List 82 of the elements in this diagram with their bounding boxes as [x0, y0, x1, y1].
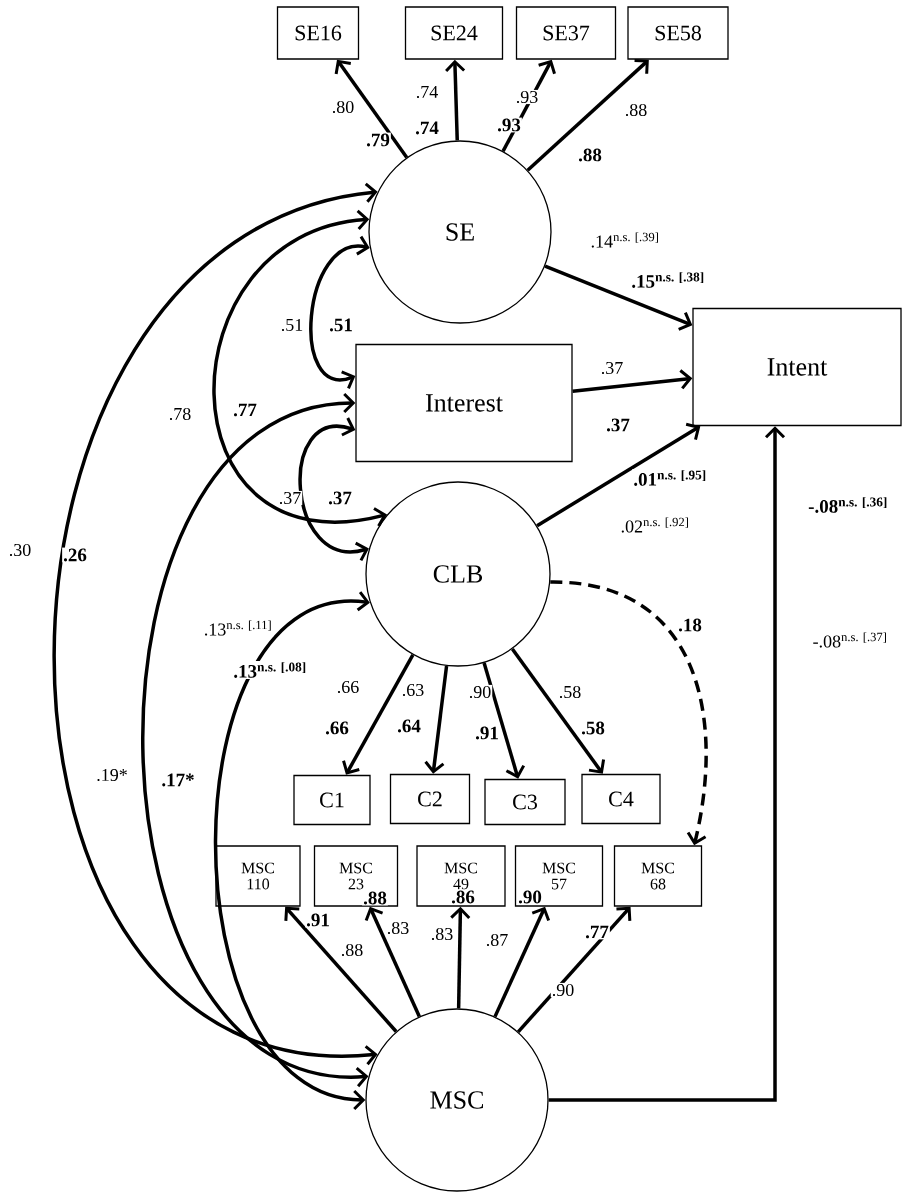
coefficient-label: .37: [599, 360, 625, 376]
edge-label: .58: [580, 720, 606, 736]
edge-label: .77: [584, 924, 610, 940]
edge-label: .37: [605, 417, 631, 433]
variable-box: C2: [389, 773, 471, 825]
double-headed-arrow: [213, 591, 370, 1111]
arrow: [516, 906, 632, 1033]
arrow: [445, 59, 466, 141]
arrow: [572, 369, 693, 393]
coefficient-label: .14$^{n.s. [.39]}$: [589, 231, 661, 249]
arrow: [493, 906, 551, 1018]
double-headed-arrow: [212, 209, 388, 527]
edge-label: .64: [396, 718, 422, 734]
edge-label: .88: [362, 890, 388, 906]
edge-label: .51: [328, 317, 354, 333]
variable-box: Interest: [355, 343, 573, 463]
edge-label: -.08$^{n.s. [.36]}$: [807, 496, 889, 514]
variable-box: C4: [581, 773, 661, 825]
coefficient-label: .66: [335, 679, 361, 695]
edge-label: .01$^{n.s. [.95]}$: [632, 469, 708, 487]
edge-label: .79: [365, 132, 391, 148]
edge-label: .90: [517, 889, 543, 905]
variable-box: MSC 110: [215, 845, 301, 907]
coefficient-label: -.08$^{n.s. [.37]}$: [811, 631, 889, 649]
arrow: [284, 906, 398, 1033]
arrow: [334, 59, 409, 159]
arrow: [526, 59, 649, 172]
variable-box: MSC 68: [613, 845, 703, 907]
coefficient-label: .30: [7, 542, 33, 558]
coefficient-label: .37: [277, 490, 303, 506]
arrow: [364, 906, 421, 1018]
edge-label: .66: [324, 720, 350, 736]
edge-label: .91: [474, 725, 500, 741]
arrow: [548, 426, 786, 1102]
double-headed-arrow: [309, 235, 370, 390]
coefficient-label: .83: [385, 920, 411, 936]
coefficient-label: .19*: [95, 767, 129, 783]
coefficient-label: .88: [339, 942, 365, 958]
coefficient-label: .13$^{n.s. [.11]}$: [202, 619, 274, 637]
double-headed-arrow: [52, 182, 378, 1066]
coefficient-label: .51: [279, 317, 305, 333]
edge-label: .15$^{n.s. [.38]}$: [630, 271, 706, 289]
arrow: [536, 422, 701, 528]
arrow: [424, 665, 449, 774]
edge-label: .77: [232, 402, 258, 418]
double-headed-arrow: [298, 417, 369, 562]
coefficient-label: .83: [429, 926, 455, 942]
variable-box: C3: [484, 778, 566, 826]
coefficient-label: .87: [484, 932, 510, 948]
variable-box: Intent: [692, 307, 902, 427]
coefficient-label: .80: [330, 99, 356, 115]
coefficient-label: .74: [414, 84, 440, 100]
variable-box: SE58: [627, 6, 729, 60]
coefficient-label: .90: [467, 684, 493, 700]
coefficient-label: .78: [167, 406, 193, 422]
arrow: [450, 906, 471, 1009]
edge-label: .26: [62, 547, 88, 563]
arrow: [342, 654, 415, 775]
edge-label: .93: [496, 117, 522, 133]
edge-label: .91: [305, 912, 331, 928]
edge-label: .18: [677, 617, 703, 633]
edge-label: .13$^{n.s. [.08]}$: [232, 661, 308, 679]
arrow: [510, 648, 606, 774]
variable-box: C1: [293, 774, 371, 826]
arrow: [550, 580, 708, 846]
coefficient-label: .93: [514, 89, 540, 105]
double-headed-arrow: [141, 392, 369, 1088]
arrow: [544, 264, 693, 331]
coefficient-label: .88: [623, 102, 649, 118]
edge-label: .86: [450, 889, 476, 905]
coefficient-label: .90: [550, 982, 576, 998]
coefficient-label: .63: [400, 682, 426, 698]
edge-label: .88: [577, 147, 603, 163]
variable-box: SE37: [515, 6, 617, 60]
variable-box: SE16: [276, 6, 360, 60]
edge-label: .17*: [160, 772, 196, 788]
edge-label: .74: [414, 120, 440, 136]
variable-box: SE24: [404, 6, 504, 60]
arrow: [482, 662, 526, 779]
coefficient-label: .02$^{n.s. [.92]}$: [619, 516, 691, 534]
edge-label: .37: [327, 490, 353, 506]
coefficient-label: .58: [557, 684, 583, 700]
